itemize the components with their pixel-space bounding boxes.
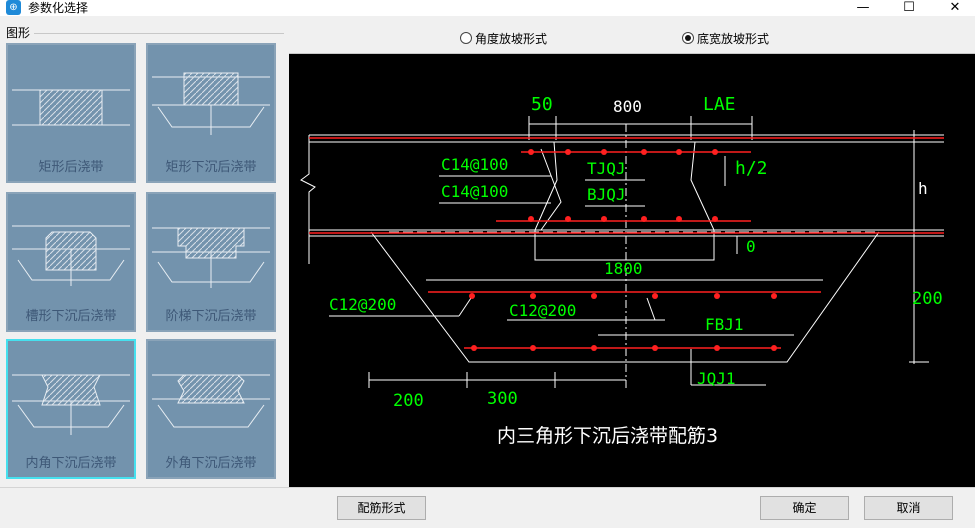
label-c14-top: C14@100 [441, 155, 508, 174]
dim-1800: 1800 [604, 259, 643, 278]
bottom-bar: 配筋形式 确定 取消 [0, 487, 975, 528]
label-c12-left: C12@200 [329, 295, 396, 314]
radio-checked-icon [682, 32, 694, 44]
shape-option-trough[interactable]: 槽形下沉后浇带 [6, 192, 136, 332]
group-divider [34, 33, 284, 34]
label-tjqj: TJQJ [587, 159, 626, 178]
shape-label: 阶梯下沉后浇带 [165, 309, 257, 324]
dim-h: h [918, 179, 928, 198]
shape-option-rect[interactable]: 矩形后浇带 [6, 43, 136, 183]
radio-label: 底宽放坡形式 [697, 32, 770, 46]
shape-option-rect-sunken[interactable]: 矩形下沉后浇带 [146, 43, 276, 183]
radio-label: 角度放坡形式 [475, 32, 548, 46]
preview-panel: 角度放坡形式 底宽放坡形式 [289, 17, 975, 487]
dim-zero: 0 [746, 237, 756, 256]
label-jqj1: JQJ1 [697, 369, 736, 388]
cancel-button[interactable]: 取消 [864, 496, 953, 520]
label-fbj1: FBJ1 [705, 315, 744, 334]
dim-lae: LAE [703, 94, 736, 115]
label-c12-mid: C12@200 [509, 301, 576, 320]
shape-option-outer-angle[interactable]: 外角下沉后浇带 [146, 339, 276, 479]
minimize-icon[interactable]: — [856, 0, 870, 15]
radio-unchecked-icon [460, 32, 472, 44]
rebar-drawing-canvas: 50 800 LAE h/2 h 0 1800 200 200 300 C14@… [289, 54, 975, 487]
trough-shape-icon [12, 225, 130, 286]
shape-group: 图形 矩形后浇带 矩形下沉后浇带 槽形下沉后浇带 [0, 17, 287, 487]
dim-300-bottom: 300 [487, 389, 518, 409]
drawing-caption: 内三角形下沉后浇带配筋3 [497, 425, 718, 447]
window-title: 参数化选择 [28, 1, 89, 15]
stepped-shape-icon [152, 227, 270, 288]
maximize-icon[interactable]: ☐ [903, 0, 915, 15]
rect-sunken-shape-icon [152, 72, 270, 135]
app-icon: ⊕ [6, 0, 21, 15]
dim-200-bottom: 200 [393, 391, 424, 411]
shape-label: 矩形后浇带 [38, 160, 104, 175]
shape-label: 槽形下沉后浇带 [25, 309, 117, 324]
shape-label: 外角下沉后浇带 [165, 456, 257, 471]
rect-shape-icon [12, 89, 130, 126]
radio-width-slope[interactable]: 底宽放坡形式 [682, 32, 769, 46]
slope-mode-group: 角度放坡形式 底宽放坡形式 [289, 17, 975, 54]
inner-angle-shape-icon [12, 374, 130, 435]
dim-800: 800 [613, 97, 642, 116]
label-bjqj: BJQJ [587, 185, 626, 204]
shape-option-inner-angle[interactable]: 内角下沉后浇带 [6, 339, 136, 479]
outer-angle-shape-icon [152, 374, 270, 428]
rebar-drawing: 50 800 LAE h/2 h 0 1800 200 200 300 C14@… [300, 94, 944, 447]
shape-label: 内角下沉后浇带 [25, 456, 117, 471]
dim-200-depth: 200 [912, 289, 943, 309]
shape-group-title: 图形 [6, 26, 31, 40]
ok-button[interactable]: 确定 [760, 496, 849, 520]
shape-option-stepped[interactable]: 阶梯下沉后浇带 [146, 192, 276, 332]
radio-angle-slope[interactable]: 角度放坡形式 [460, 32, 547, 46]
label-c14-bottom: C14@100 [441, 182, 508, 201]
dim-half-h: h/2 [735, 158, 768, 179]
shape-label: 矩形下沉后浇带 [165, 160, 257, 175]
rebar-form-button[interactable]: 配筋形式 [337, 496, 426, 520]
dim-50: 50 [531, 94, 553, 115]
close-icon[interactable]: ✕ [949, 0, 961, 15]
title-bar: ⊕ 参数化选择 — ☐ ✕ [0, 0, 975, 16]
